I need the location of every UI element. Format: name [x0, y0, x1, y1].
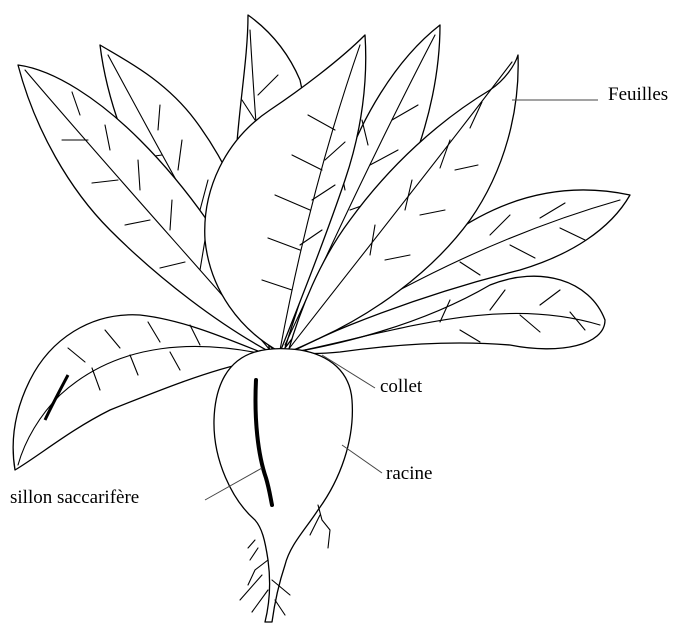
label-collar: collet	[380, 376, 423, 397]
label-root: racine	[386, 463, 432, 484]
label-leaves: Feuilles	[608, 84, 668, 105]
label-groove: sillon saccarifère	[10, 487, 139, 508]
beet-root	[214, 349, 352, 622]
leader-root	[342, 445, 382, 473]
